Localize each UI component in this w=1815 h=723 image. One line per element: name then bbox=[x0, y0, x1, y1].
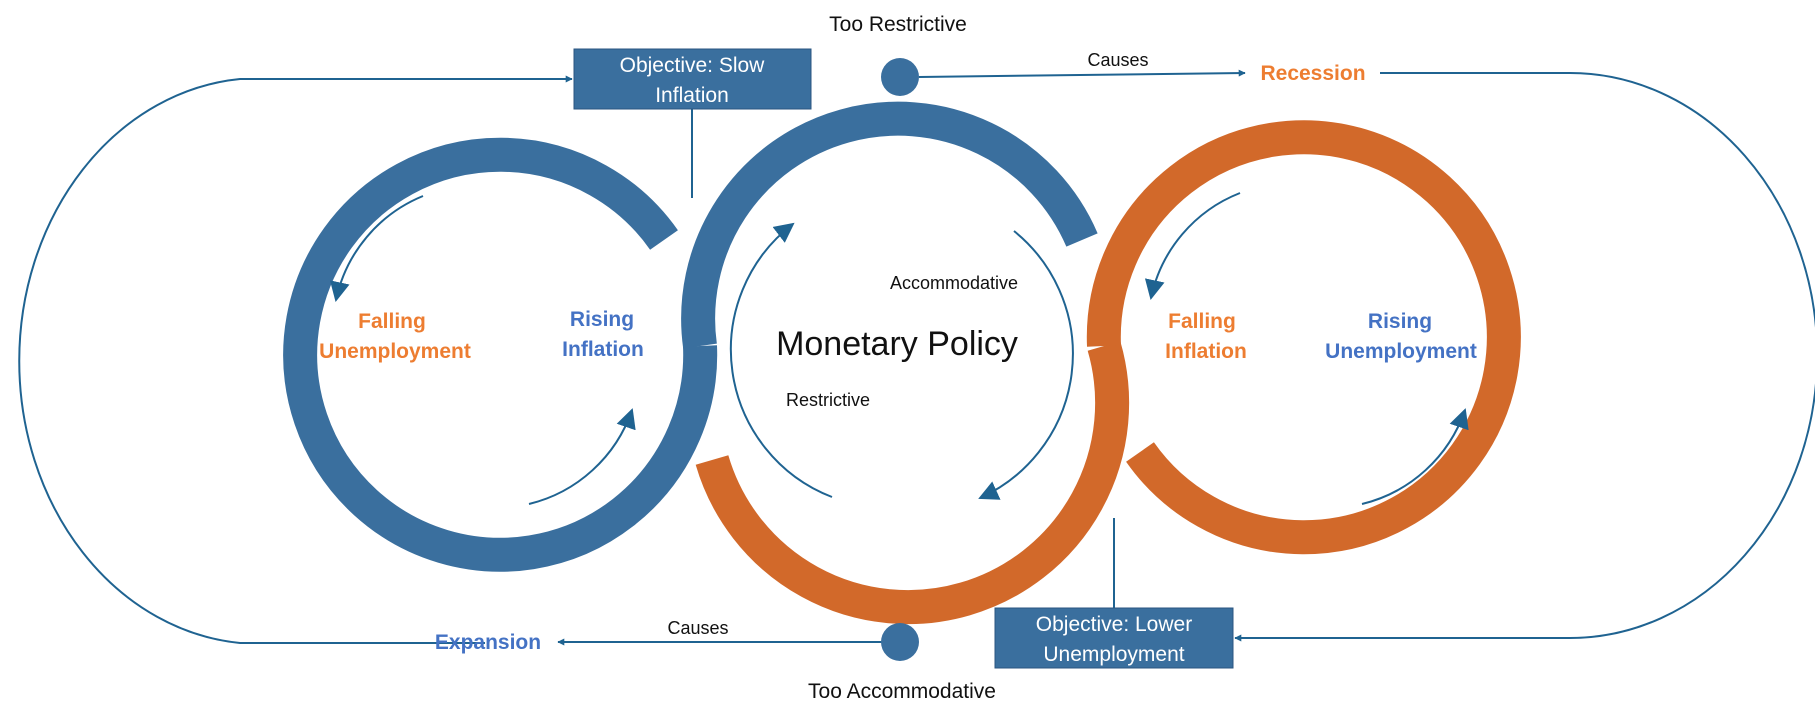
right-cycle-ring bbox=[1086, 120, 1521, 555]
center-cycle-blue-arc bbox=[681, 101, 1098, 349]
objective-lower-unemployment-box bbox=[994, 607, 1234, 669]
restrictive-label: Restrictive bbox=[786, 390, 870, 410]
left-cycle-arrow-top bbox=[329, 195, 424, 302]
objective-lower-line1: Objective: Lower bbox=[1036, 613, 1192, 636]
center-arrow-accommodative bbox=[978, 230, 1074, 500]
rising-unemployment-line1: Rising bbox=[1368, 310, 1432, 333]
rising-inflation-line1: Rising bbox=[570, 308, 634, 331]
rising-inflation-line2: Inflation bbox=[562, 338, 644, 361]
center-cycle-orange-arc bbox=[695, 341, 1130, 625]
too-accommodative-dot bbox=[881, 623, 919, 661]
too-restrictive-label: Too Restrictive bbox=[829, 13, 967, 36]
too-accommodative-label: Too Accommodative bbox=[808, 680, 996, 703]
objective-slow-line1: Objective: Slow bbox=[620, 54, 766, 77]
objective-slow-inflation-box bbox=[573, 48, 812, 110]
accommodative-label: Accommodative bbox=[890, 273, 1018, 293]
left-cycle-arrow-bottom bbox=[528, 408, 636, 505]
right-cycle-arrow-top bbox=[1144, 192, 1241, 300]
causes-arrow-top bbox=[918, 69, 1246, 78]
objective-slow-line2: Inflation bbox=[655, 84, 729, 107]
falling-unemployment-line1: Falling bbox=[358, 310, 426, 333]
falling-inflation-line2: Inflation bbox=[1165, 340, 1247, 363]
outer-loop-left bbox=[18, 75, 573, 644]
center-arrow-restrictive bbox=[729, 222, 833, 498]
expansion-label: Expansion bbox=[435, 631, 541, 654]
left-cycle-ring bbox=[283, 137, 718, 572]
page-title: Monetary Policy bbox=[776, 325, 1018, 363]
right-cycle-arrow-bottom bbox=[1361, 408, 1469, 505]
objective-lower-line2: Unemployment bbox=[1043, 643, 1184, 666]
too-restrictive-dot bbox=[881, 58, 919, 96]
outer-loop-right bbox=[1234, 72, 1815, 642]
falling-unemployment-line2: Unemployment bbox=[319, 340, 471, 363]
rising-unemployment-line2: Unemployment bbox=[1325, 340, 1477, 363]
falling-inflation-line1: Falling bbox=[1168, 310, 1236, 333]
causes-label-top: Causes bbox=[1087, 50, 1148, 70]
recession-label: Recession bbox=[1260, 62, 1365, 85]
causes-label-bottom: Causes bbox=[667, 618, 728, 638]
